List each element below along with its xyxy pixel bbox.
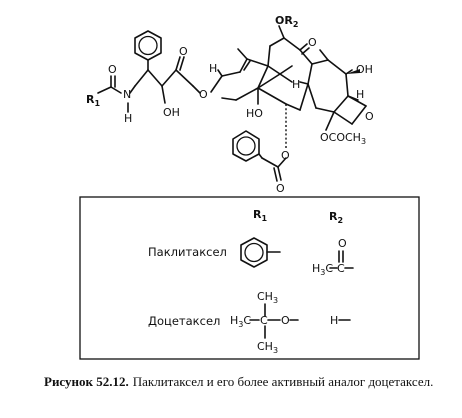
label-nitrogen: N — [123, 88, 131, 101]
substituent-table: R1 R2 Паклитаксел O H3C C Доцетаксел CH3… — [79, 196, 420, 360]
acetyl-oxygen: O — [338, 237, 347, 250]
label-ho-c1: HO — [246, 107, 263, 120]
tbu-oxygen: O — [281, 314, 290, 327]
side-chain-phenyl-ring — [134, 30, 162, 71]
label-amide-oxygen: O — [108, 63, 117, 76]
taxane-structure: OR2 O OH H H H HO O OCOCH3 O R1 N H OH O… — [86, 14, 374, 195]
label-ester-link-oxygen: O — [199, 88, 208, 101]
header-r2: R2 — [329, 210, 343, 225]
label-benzoate-carbonyl-oxygen: O — [276, 182, 285, 195]
label-h-c3: H — [292, 78, 300, 91]
acetyl-methyl-label: H3C — [312, 262, 333, 277]
tbu-methyl-bottom: CH3 — [257, 340, 278, 355]
figure-caption: Рисунок 52.12. Паклитаксел и его более ак… — [44, 374, 433, 389]
label-r1: R1 — [86, 93, 100, 108]
benzoate-group — [232, 130, 287, 182]
label-oh-c7: OH — [356, 63, 373, 76]
hydrogen-label: H — [330, 314, 338, 327]
ring-b — [257, 25, 313, 111]
header-r1: R1 — [253, 208, 267, 223]
row-name-paclitaxel: Паклитаксел — [148, 245, 227, 259]
label-h-c13: H — [209, 62, 217, 75]
caption-body: Паклитаксел и его более активный аналог … — [133, 374, 434, 389]
label-h-c5: H — [356, 88, 364, 101]
label-ester-carbonyl-oxygen: O — [179, 45, 188, 58]
table-frame — [79, 196, 420, 360]
tbu-methyl-top: CH3 — [257, 290, 278, 305]
paclitaxel-r2-acetyl: O H3C C — [312, 237, 354, 277]
caption-text: Рисунок 52.12. Паклитаксел и его более ак… — [44, 374, 433, 389]
ring-a — [210, 48, 293, 148]
docetaxel-r2-hydrogen: H — [330, 314, 351, 327]
ring-d-oxetane — [333, 95, 367, 125]
row-name-docetaxel: Доцетаксел — [148, 314, 220, 328]
label-or2: OR2 — [275, 14, 298, 29]
label-n-hydrogen: H — [124, 112, 132, 125]
label-oh-c2prime: OH — [163, 106, 180, 119]
ring-c — [299, 49, 360, 131]
paclitaxel-r1-phenyl — [240, 237, 281, 268]
docetaxel-r1-tert-butoxy: CH3 H3C C O CH3 — [230, 290, 299, 355]
acetyl-carbonyl-carbon: C — [337, 262, 345, 275]
label-acetate: OCOCH3 — [320, 131, 366, 146]
caption-label: Рисунок 52.12. — [44, 374, 129, 389]
tbu-methyl-left: H3C — [230, 314, 251, 329]
label-benzoate-link-oxygen: O — [281, 149, 290, 162]
tbu-quaternary-carbon: C — [260, 314, 268, 327]
label-ketone-oxygen: O — [308, 36, 317, 49]
side-chain-backbone — [97, 56, 201, 113]
label-oxetane-oxygen: O — [365, 110, 374, 123]
